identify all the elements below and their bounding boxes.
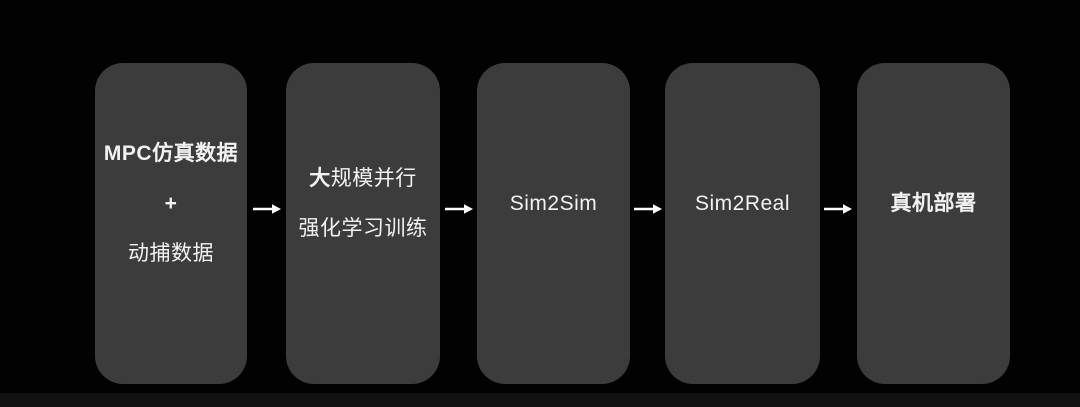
node-sim2real: Sim2Real (665, 63, 820, 384)
node-rl-training: 大规模并行 强化学习训练 (286, 63, 440, 384)
node-real-robot-deployment: 真机部署 (857, 63, 1010, 384)
node-label-line: Sim2Sim (509, 191, 598, 215)
arrow-right-icon (445, 204, 473, 214)
plus-sign: + (164, 191, 178, 215)
node-label-line: 动捕数据 (128, 241, 214, 265)
node-label-rest-part: 规模并行 (330, 166, 417, 190)
node-content: Sim2Real (665, 179, 820, 229)
arrow-right-icon (253, 204, 281, 214)
node-label-line: MPC仿真数据 (103, 141, 239, 165)
arrow-right-icon (634, 204, 662, 214)
arrow-right-icon (824, 204, 852, 214)
bottom-edge-strip (0, 393, 1080, 407)
node-label-bold-part: 大 (309, 166, 331, 190)
node-label-line: 大规模并行 (309, 154, 417, 204)
node-content: 大规模并行 强化学习训练 (286, 154, 440, 254)
node-label-line: 真机部署 (890, 191, 977, 215)
node-content: Sim2Sim (477, 179, 630, 229)
node-content: MPC仿真数据 + 动捕数据 (95, 129, 247, 279)
node-mpc-motion-data: MPC仿真数据 + 动捕数据 (95, 63, 247, 384)
node-label-line: Sim2Real (694, 191, 791, 215)
node-content: 真机部署 (857, 179, 1010, 229)
node-label-line: 强化学习训练 (298, 216, 428, 240)
node-sim2sim: Sim2Sim (477, 63, 630, 384)
